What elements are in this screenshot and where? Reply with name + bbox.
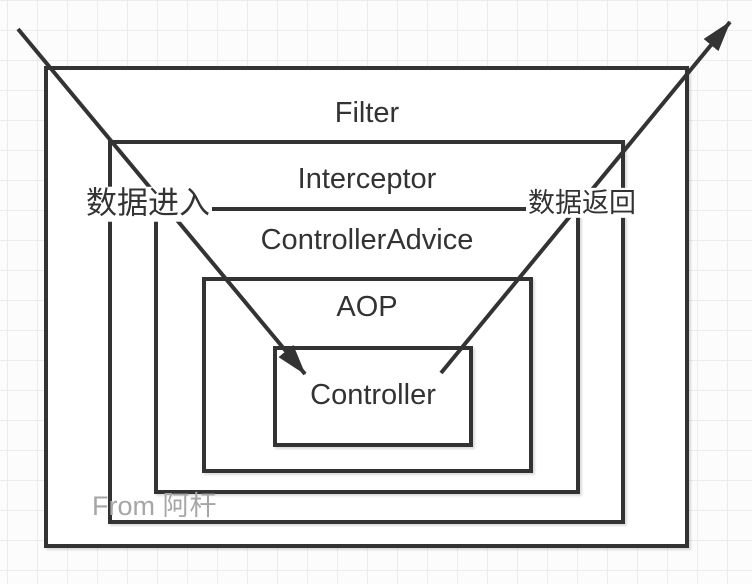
controller-label: Controller [310,379,436,412]
outbound-flow-label: 数据返回 [526,187,638,219]
aop-label: AOP [336,291,398,324]
interceptor-label: Interceptor [297,163,437,196]
controlleradvice-label: ControllerAdvice [260,224,474,257]
filter-label: Filter [334,97,400,130]
inbound-flow-label: 数据进入 [84,185,212,222]
watermark-text: From 阿杆 [92,491,217,521]
